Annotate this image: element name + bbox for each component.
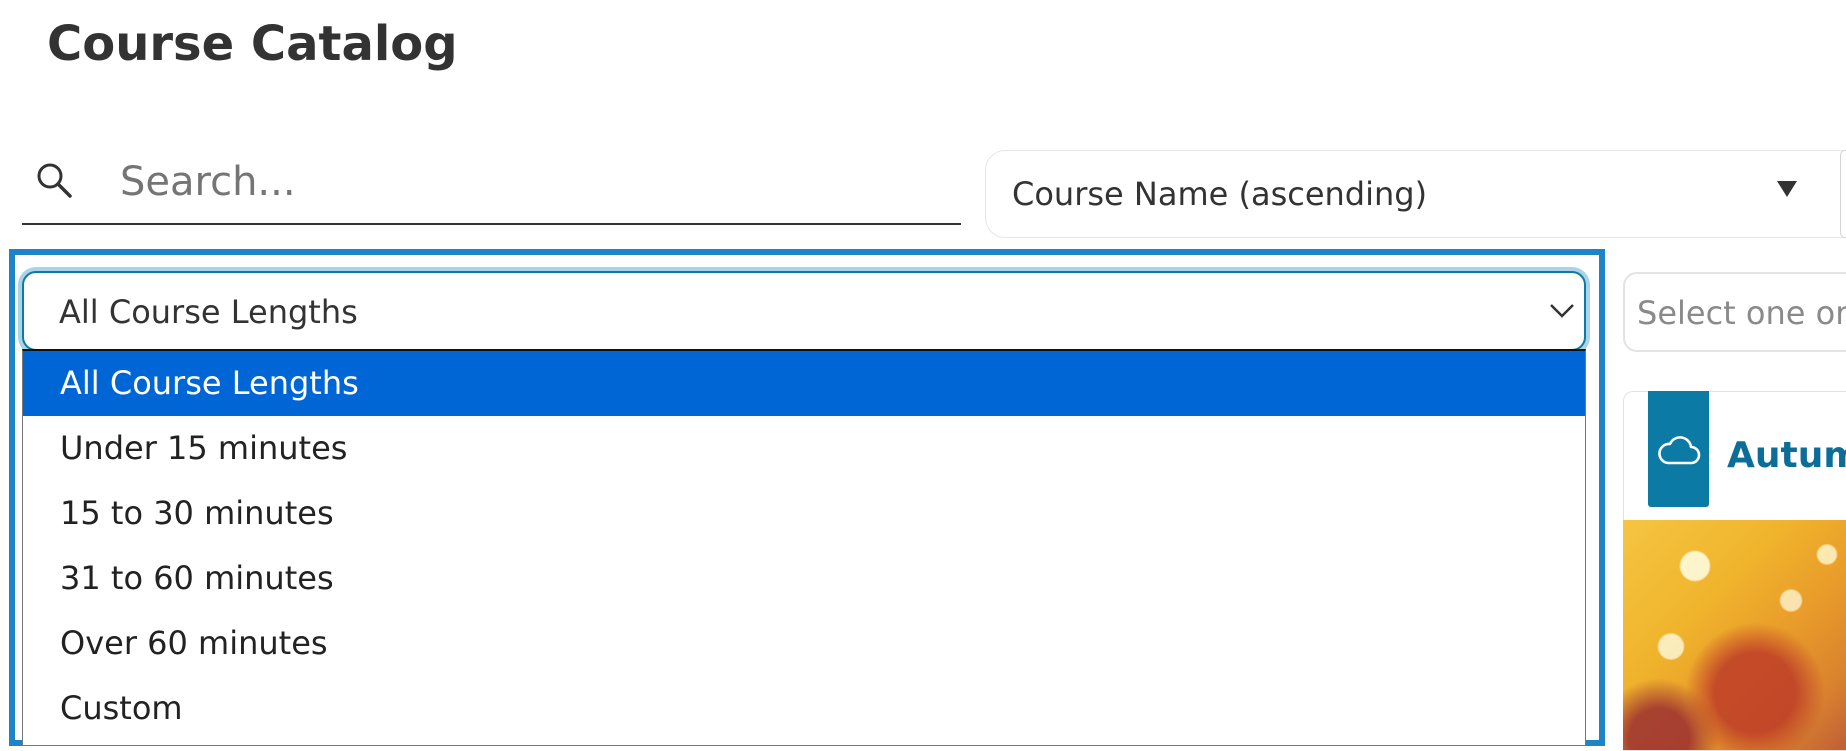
course-length-options: All Course Lengths Under 15 minutes 15 t… — [22, 349, 1586, 746]
course-type-badge — [1648, 391, 1709, 507]
search-input[interactable] — [120, 152, 950, 212]
chevron-down-icon — [1550, 304, 1574, 318]
cloud-icon — [1658, 436, 1701, 465]
course-length-selected-value: All Course Lengths — [59, 293, 358, 331]
course-length-select[interactable] — [22, 271, 1586, 351]
sort-select[interactable] — [985, 150, 1846, 238]
course-card-title[interactable]: Autum — [1727, 435, 1846, 476]
option-under-15-minutes[interactable]: Under 15 minutes — [60, 429, 348, 467]
option-custom[interactable]: Custom — [60, 689, 183, 727]
option-all-course-lengths[interactable]: All Course Lengths — [23, 351, 1585, 416]
caret-down-icon — [1777, 181, 1797, 197]
course-card-image[interactable] — [1623, 520, 1846, 750]
option-over-60-minutes[interactable]: Over 60 minutes — [60, 624, 328, 662]
search-field[interactable] — [22, 140, 961, 225]
option-15-to-30-minutes[interactable]: 15 to 30 minutes — [60, 494, 334, 532]
page-title: Course Catalog — [47, 16, 458, 72]
filter-box-edge[interactable] — [1840, 150, 1846, 238]
tags-placeholder: Select one or — [1637, 294, 1846, 332]
option-31-to-60-minutes[interactable]: 31 to 60 minutes — [60, 559, 334, 597]
sort-selected-value: Course Name (ascending) — [1012, 175, 1428, 213]
tags-multiselect[interactable] — [1623, 272, 1846, 352]
search-icon — [37, 163, 72, 198]
